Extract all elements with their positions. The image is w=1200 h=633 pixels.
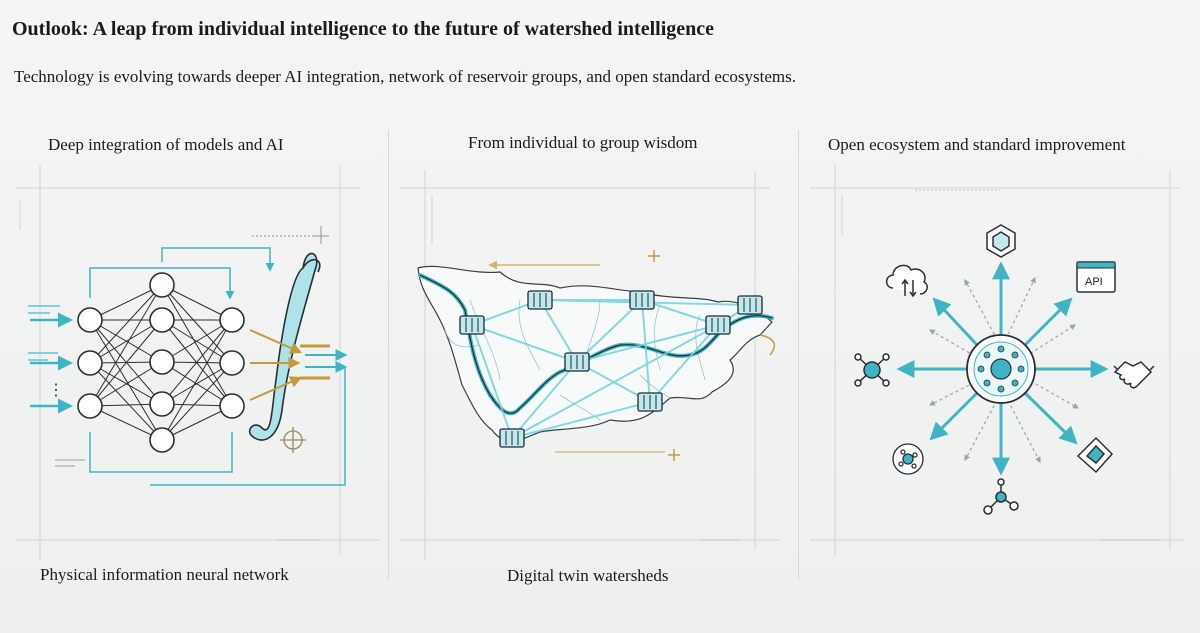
api-window-icon: API	[1076, 261, 1116, 293]
river-basin-map-icon	[417, 250, 776, 461]
molecule-icon	[983, 478, 1019, 515]
panel-heading-group: From individual to group wisdom	[468, 133, 698, 152]
panel-divider	[388, 130, 389, 580]
panel-divider	[798, 130, 799, 580]
cube-icon	[986, 224, 1016, 258]
panel-heading-ai: Deep integration of models and AI	[48, 135, 284, 154]
hub-icon	[896, 261, 1109, 476]
api-label: API	[1085, 276, 1103, 288]
output-arrow-icon	[249, 329, 348, 401]
handshake-icon	[1113, 361, 1155, 389]
network-node-icon	[854, 353, 890, 387]
panel-caption-pinn: Physical information neural network	[40, 565, 289, 584]
integral-icon	[248, 252, 321, 441]
neural-network-icon: ⋮	[28, 247, 346, 486]
crosshair-icon	[280, 427, 306, 453]
cloud-sync-icon	[885, 264, 928, 298]
page-subtitle: Technology is evolving towards deeper AI…	[14, 67, 797, 86]
input-arrow-icon	[30, 312, 73, 414]
panel-caption-digital-twin: Digital twin watersheds	[507, 566, 669, 585]
page-title: Outlook: A leap from individual intellig…	[12, 18, 715, 40]
panel-heading-ecosystem: Open ecosystem and standard improvement	[828, 135, 1126, 154]
diamond-shield-icon	[1076, 436, 1114, 474]
circuit-circle-icon	[892, 443, 924, 475]
ruler-marks	[278, 189, 1160, 541]
ellipsis-label: ⋮	[48, 382, 64, 399]
